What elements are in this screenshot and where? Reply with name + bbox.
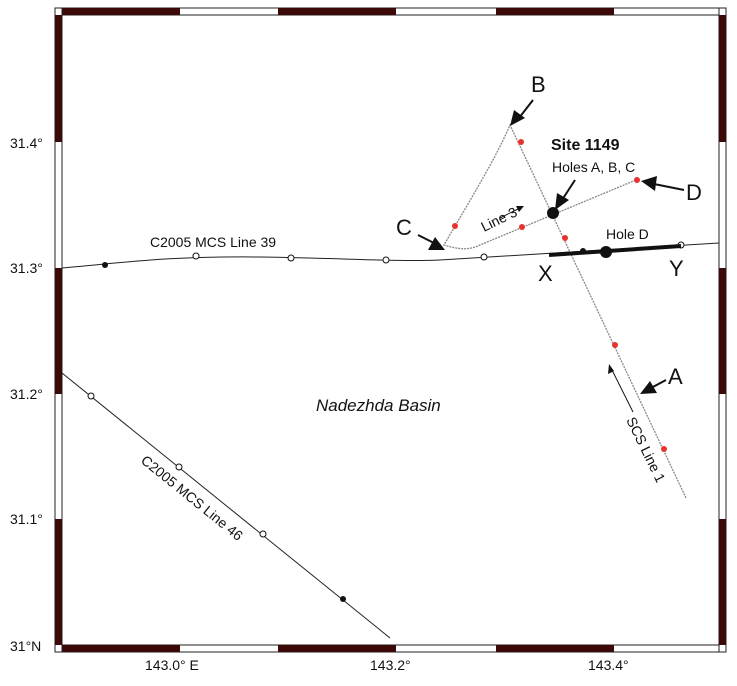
track-marker <box>102 262 108 268</box>
basin-label: Nadezhda Basin <box>316 396 441 415</box>
map-frame <box>54 7 727 653</box>
arrow-site <box>561 179 576 201</box>
mcs-line-46-markers <box>87 392 346 602</box>
track-marker <box>175 463 183 471</box>
x-tick-143-4: 143.4° <box>588 657 629 673</box>
track-marker <box>518 139 524 145</box>
arrow-scs-head <box>608 364 614 374</box>
arrow-b <box>518 99 534 119</box>
frame-bottom-seg <box>278 645 396 652</box>
arrow-line3-head <box>516 206 524 212</box>
track-marker <box>259 530 267 538</box>
track-marker <box>612 342 618 348</box>
frame-left-seg <box>55 268 62 394</box>
track-marker <box>661 446 667 452</box>
label-b: B <box>531 72 546 97</box>
label-a: A <box>668 364 683 389</box>
track-marker <box>287 254 295 262</box>
x-tick-143-0: 143.0° E <box>145 657 199 673</box>
frame-bottom-seg <box>496 645 614 652</box>
y-tick-31-4: 31.4° <box>10 135 43 151</box>
frame-top-seg <box>496 8 614 15</box>
y-tick-31: 31°N <box>10 638 41 654</box>
mcs-line-39-label: C2005 MCS Line 39 <box>150 234 276 250</box>
track-marker <box>192 252 200 260</box>
arrow-a <box>650 379 667 389</box>
arrow-c <box>417 234 435 244</box>
arrow-c-head <box>428 237 445 250</box>
track-marker <box>480 253 488 261</box>
arrow-d-head <box>641 176 657 191</box>
map-area <box>61 14 720 646</box>
label-x: X <box>538 261 553 286</box>
track-marker <box>87 392 95 400</box>
frame-top-seg <box>278 8 396 15</box>
frame-bottom-seg <box>62 645 180 652</box>
arrow-a-head <box>640 381 657 394</box>
site-hole-d <box>600 246 612 258</box>
label-c: C <box>396 215 412 240</box>
arrow-b-head <box>510 110 525 126</box>
track-marker <box>562 235 568 241</box>
holes-abc-label: Holes A, B, C <box>552 159 635 175</box>
frame-right-seg <box>719 268 726 394</box>
annotation-arrows <box>417 99 685 413</box>
xy-profile-bar <box>548 244 682 257</box>
y-tick-31-2: 31.2° <box>10 386 43 402</box>
scs-line-1-track <box>443 123 687 499</box>
track-marker <box>519 224 525 230</box>
frame-left-seg <box>55 519 62 645</box>
arrow-d <box>653 183 685 191</box>
arrow-line3 <box>499 207 521 219</box>
y-tick-31-1: 31.1° <box>10 511 43 527</box>
site-holes-abc <box>547 207 559 219</box>
track-marker <box>382 256 390 264</box>
site-title: Site 1149 <box>551 137 620 154</box>
scs-line-1-markers <box>452 139 667 452</box>
x-tick-143-2: 143.2° <box>370 657 411 673</box>
frame-top-seg <box>62 8 180 15</box>
mcs-line-46-track <box>61 372 391 639</box>
frame-right-seg <box>719 519 726 645</box>
label-y: Y <box>669 256 684 281</box>
y-tick-31-3: 31.3° <box>10 260 43 276</box>
arrow-site-head <box>555 193 569 210</box>
label-d: D <box>686 180 702 205</box>
track-marker <box>452 223 458 229</box>
frame-left-seg <box>55 15 62 142</box>
track-marker <box>634 177 640 183</box>
hole-d-label: Hole D <box>606 226 649 242</box>
frame-right-seg <box>719 15 726 142</box>
track-marker <box>340 596 346 602</box>
arrow-scs <box>611 369 634 413</box>
